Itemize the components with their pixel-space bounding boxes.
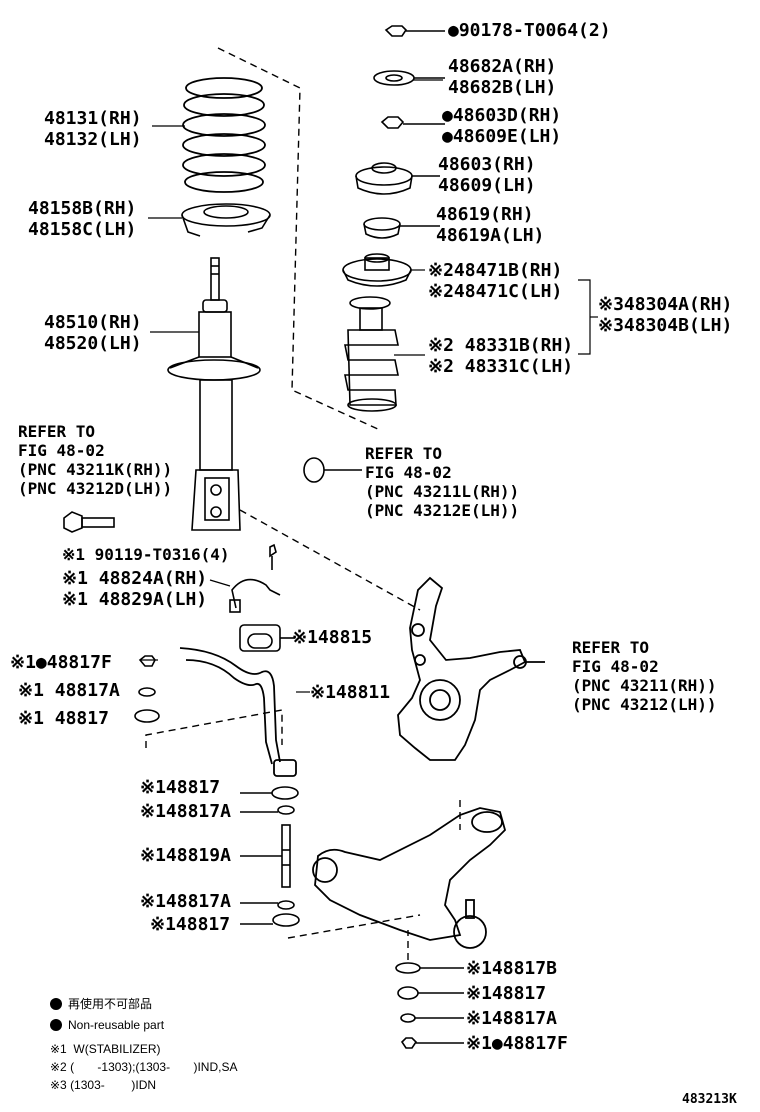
label-bracket-48824: ※1 48824A(RH)※1 48829A(LH) — [62, 568, 208, 610]
label-link-stack-1: ※148817A — [140, 801, 231, 822]
label-spring-48131: 48131(RH)48132(LH) — [44, 108, 142, 150]
steering-knuckle — [397, 576, 545, 761]
coil-spring — [182, 77, 266, 193]
bolt — [63, 511, 115, 533]
label-bottom-stack-2: ※148817A — [466, 1008, 557, 1029]
collar — [303, 457, 362, 483]
top-nut — [384, 25, 445, 37]
label-top-nut: ●90178-T0064(2) — [448, 20, 611, 41]
bushing-48815 — [239, 624, 295, 652]
label-support-48603: 48603(RH)48609(LH) — [438, 154, 536, 196]
label-bottom-stack-0: ※148817B — [466, 958, 557, 979]
bumper-48331 — [344, 296, 399, 412]
label-kit-48304: ※348304A(RH)※348304B(LH) — [598, 294, 733, 336]
label-insulator-48471: ※248471B(RH)※248471C(LH) — [428, 260, 563, 302]
label-link-stack-4: ※148817 — [150, 914, 231, 935]
label-left-stack-2: ※1 48817 — [18, 708, 109, 729]
legend-nonreusable-jp: 再使用不可部品 — [68, 997, 153, 1011]
label-stabilizer-48811: ※148811 — [310, 682, 391, 703]
left-stack — [134, 655, 160, 723]
link-assembly — [240, 786, 300, 927]
leader-lines — [140, 79, 598, 693]
label-left-stack-0: ※1●48817F — [10, 652, 112, 673]
label-bottom-stack-1: ※148817 — [466, 983, 547, 1004]
label-left-stack-1: ※1 48817A — [18, 680, 120, 701]
spring-insulator — [181, 203, 271, 237]
dashed-assembly-lines — [145, 47, 461, 960]
legend-dots — [50, 998, 62, 1031]
diagram-id: 483213K — [682, 1092, 737, 1107]
label-insulator-48158: 48158B(RH)48158C(LH) — [28, 198, 137, 240]
ref-mid: REFER TO FIG 48-02 (PNC 43211L(RH)) (PNC… — [365, 444, 520, 520]
label-link-stack-0: ※148817 — [140, 777, 221, 798]
label-bottom-stack-3: ※1●48817F — [466, 1033, 568, 1054]
shock-absorber — [167, 257, 261, 531]
label-link-stack-2: ※148819A — [140, 845, 231, 866]
label-bearing-48619: 48619(RH)48619A(LH) — [436, 204, 545, 246]
bearing-48619 — [363, 217, 440, 239]
label-bushing-48815: ※148815 — [292, 627, 373, 648]
support-48603 — [355, 162, 440, 195]
nut-48603 — [380, 116, 445, 129]
ref-left: REFER TO FIG 48-02 (PNC 43211K(RH)) (PNC… — [18, 422, 173, 498]
label-link-stack-3: ※148817A — [140, 891, 231, 912]
label-bolt-90119: ※1 90119-T0316(4) — [62, 545, 230, 564]
legend-note-2: ※2 ( -1303);(1303- )IND,SA — [50, 1060, 238, 1074]
bracket-48824 — [229, 543, 281, 613]
ref-right: REFER TO FIG 48-02 (PNC 43211(RH)) (PNC … — [572, 638, 717, 714]
legend-nonreusable-en: Non-reusable part — [68, 1018, 165, 1032]
insulator-48471 — [342, 253, 412, 287]
label-bumper-48331: ※2 48331B(RH)※2 48331C(LH) — [428, 335, 574, 377]
label-nut-48603: ●48603D(RH)●48609E(LH) — [442, 105, 562, 147]
seat-48682 — [373, 70, 445, 86]
label-seat-48682: 48682A(RH)48682B(LH) — [448, 56, 557, 98]
label-absorber-48510: 48510(RH)48520(LH) — [44, 312, 142, 354]
stabilizer-bar — [179, 647, 297, 777]
legend-note-1: ※1 W(STABILIZER) — [50, 1042, 161, 1056]
legend-note-3: ※3 (1303- )IDN — [50, 1078, 157, 1092]
bottom-stack — [395, 962, 464, 1049]
lower-control-arm — [312, 807, 507, 949]
